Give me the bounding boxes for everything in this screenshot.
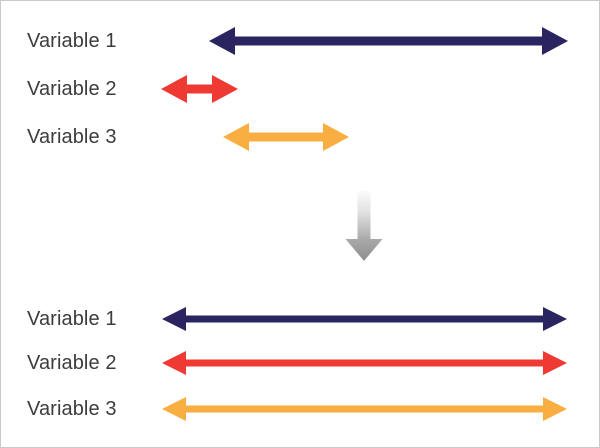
transition-down-arrow-icon xyxy=(345,191,383,261)
bottom-arrow-variable-3 xyxy=(162,397,567,421)
bottom-label-variable-2: Variable 2 xyxy=(27,352,117,374)
top-label-variable-2: Variable 2 xyxy=(27,78,117,100)
top-label-variable-1: Variable 1 xyxy=(27,30,117,52)
top-arrow-variable-1 xyxy=(209,27,568,55)
top-arrow-variable-3 xyxy=(223,123,349,151)
bottom-arrow-variable-1 xyxy=(162,307,567,331)
bottom-label-variable-3: Variable 3 xyxy=(27,398,117,420)
bottom-arrow-variable-2 xyxy=(162,351,567,375)
top-label-variable-3: Variable 3 xyxy=(27,126,117,148)
top-arrow-variable-2 xyxy=(161,75,238,103)
bottom-label-variable-1: Variable 1 xyxy=(27,308,117,330)
